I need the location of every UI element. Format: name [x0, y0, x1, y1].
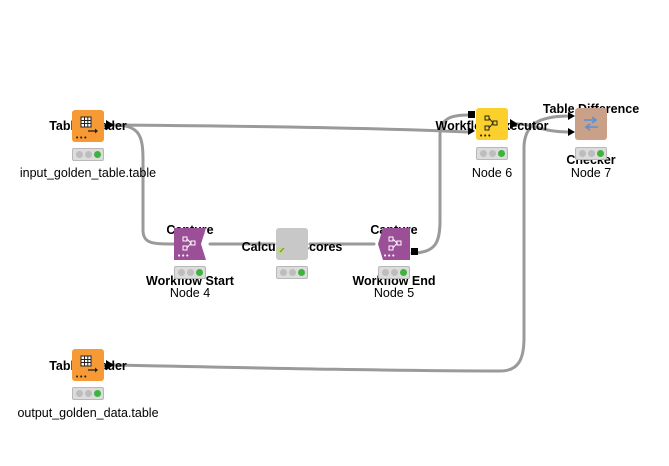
- table-reader-icon[interactable]: •••: [72, 349, 104, 381]
- status-light-yellow: [588, 150, 595, 157]
- connection-reader1-to-capture-start[interactable]: [113, 123, 177, 246]
- node-label[interactable]: Node 4: [169, 286, 211, 300]
- connection-reader2-to-checker[interactable]: [112, 114, 572, 373]
- status-light-green: [298, 269, 305, 276]
- node-table-difference-checker[interactable]: Table Difference Checker Node 7: [491, 67, 669, 187]
- svg-text:•••: •••: [75, 134, 87, 142]
- status-light-red: [579, 150, 586, 157]
- status-light-yellow: [187, 269, 194, 276]
- svg-text:•••: •••: [177, 252, 189, 260]
- status-traffic-light: [72, 148, 104, 161]
- node-label[interactable]: output_golden_data.table: [17, 406, 159, 420]
- status-light-green: [498, 150, 505, 157]
- capture-end-icon[interactable]: •••: [378, 228, 410, 260]
- status-light-yellow: [489, 150, 496, 157]
- input-port-table-2[interactable]: [568, 128, 575, 136]
- status-traffic-light: [378, 266, 410, 279]
- node-label[interactable]: Node 5: [373, 286, 415, 300]
- connection-capture-end-to-executor[interactable]: [410, 113, 470, 255]
- status-traffic-light: [276, 266, 308, 279]
- status-light-green: [94, 390, 101, 397]
- output-port[interactable]: [106, 360, 114, 370]
- node-table-reader-input[interactable]: Table Reader ••• input_golden_table.tabl…: [0, 84, 188, 204]
- input-port-table[interactable]: [468, 127, 475, 135]
- status-light-green: [597, 150, 604, 157]
- status-traffic-light: [575, 147, 607, 160]
- connection-executor-to-checker[interactable]: [514, 122, 572, 134]
- node-capture-workflow-end[interactable]: Capture Workflow End ••• Node 5: [294, 186, 494, 306]
- connection-reader1-to-executor[interactable]: [113, 123, 470, 134]
- metanode-icon[interactable]: [276, 228, 308, 260]
- status-traffic-light: [72, 387, 104, 400]
- node-label[interactable]: Node 7: [570, 166, 612, 180]
- node-label[interactable]: input_golden_table.table: [19, 166, 157, 180]
- input-port-variable[interactable]: [468, 111, 475, 118]
- output-port[interactable]: [411, 248, 418, 255]
- node-calculate-scores[interactable]: Calculate Scores: [192, 186, 392, 306]
- input-port-table-1[interactable]: [568, 112, 575, 120]
- status-light-red: [76, 390, 83, 397]
- status-light-red: [280, 269, 287, 276]
- node-workflow-executor[interactable]: Workflow Executor ••• Node 6: [392, 84, 592, 204]
- status-light-red: [480, 150, 487, 157]
- svg-text:•••: •••: [383, 252, 395, 260]
- workflow-executor-icon[interactable]: •••: [476, 108, 508, 140]
- table-reader-icon[interactable]: •••: [72, 110, 104, 142]
- capture-start-icon[interactable]: •••: [174, 228, 206, 260]
- status-light-red: [76, 151, 83, 158]
- svg-text:•••: •••: [479, 132, 491, 140]
- status-light-green: [400, 269, 407, 276]
- status-light-red: [178, 269, 185, 276]
- status-light-red: [382, 269, 389, 276]
- status-light-green: [196, 269, 203, 276]
- status-light-yellow: [85, 151, 92, 158]
- status-light-yellow: [391, 269, 398, 276]
- node-label[interactable]: Node 6: [471, 166, 513, 180]
- table-difference-icon[interactable]: [575, 108, 607, 140]
- output-port[interactable]: [106, 120, 114, 130]
- status-light-yellow: [289, 269, 296, 276]
- output-port[interactable]: [510, 119, 518, 129]
- status-traffic-light: [476, 147, 508, 160]
- status-light-yellow: [85, 390, 92, 397]
- svg-text:•••: •••: [75, 373, 87, 381]
- status-light-green: [94, 151, 101, 158]
- status-traffic-light: [174, 266, 206, 279]
- node-table-reader-output[interactable]: Table Reader ••• output_golden_data.tabl…: [0, 324, 188, 444]
- node-capture-workflow-start[interactable]: Capture Workflow Start ••• Node 4: [90, 186, 290, 306]
